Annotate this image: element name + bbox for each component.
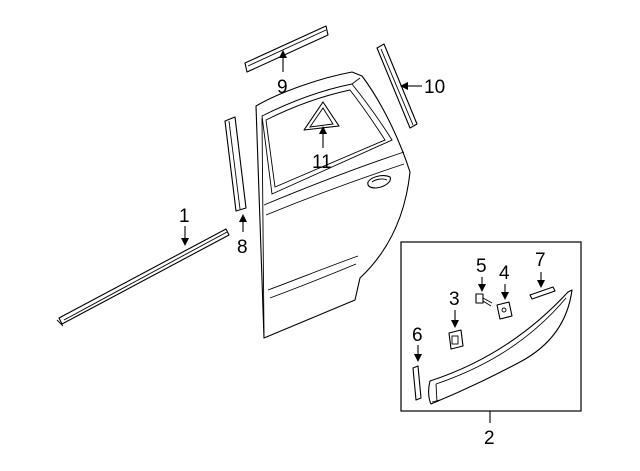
- callout-8: 8: [237, 237, 248, 258]
- part-2-door-applique: [428, 289, 573, 405]
- callout-1: 1: [179, 206, 190, 227]
- part-11-window-trim: [303, 101, 340, 131]
- callout-6: 6: [412, 325, 423, 346]
- part-4-clip: [496, 301, 513, 320]
- leader-4: [501, 284, 509, 300]
- part-5-pin: [475, 293, 493, 307]
- callout-7: 7: [535, 250, 546, 271]
- part-9-upper-molding: [244, 25, 329, 73]
- leader-11: [319, 126, 327, 148]
- part-3-fastener: [448, 329, 464, 350]
- leader-3: [451, 310, 459, 328]
- leader-10: [400, 82, 422, 90]
- part-7-small-strip: [529, 286, 556, 300]
- part-10-rear-pillar-molding: [376, 43, 418, 129]
- part-2-kit-box: [400, 241, 582, 412]
- leader-8: [239, 214, 247, 232]
- leader-6: [414, 345, 422, 362]
- callout-4: 4: [499, 263, 510, 284]
- callout-2: 2: [484, 428, 495, 449]
- leader-5: [478, 277, 486, 292]
- leader-9: [279, 50, 287, 72]
- callout-9: 9: [277, 77, 288, 98]
- callout-5: 5: [476, 256, 487, 277]
- part-8-front-pillar-molding: [224, 116, 247, 212]
- callout-10: 10: [424, 77, 445, 98]
- leader-7: [537, 272, 545, 288]
- part-1-belt-molding: [56, 228, 230, 327]
- callout-11: 11: [312, 152, 332, 173]
- callout-3: 3: [449, 289, 460, 310]
- rear-door-shell: [255, 71, 411, 339]
- part-6-small-vertical-strip: [412, 365, 422, 401]
- leader-1: [181, 226, 189, 246]
